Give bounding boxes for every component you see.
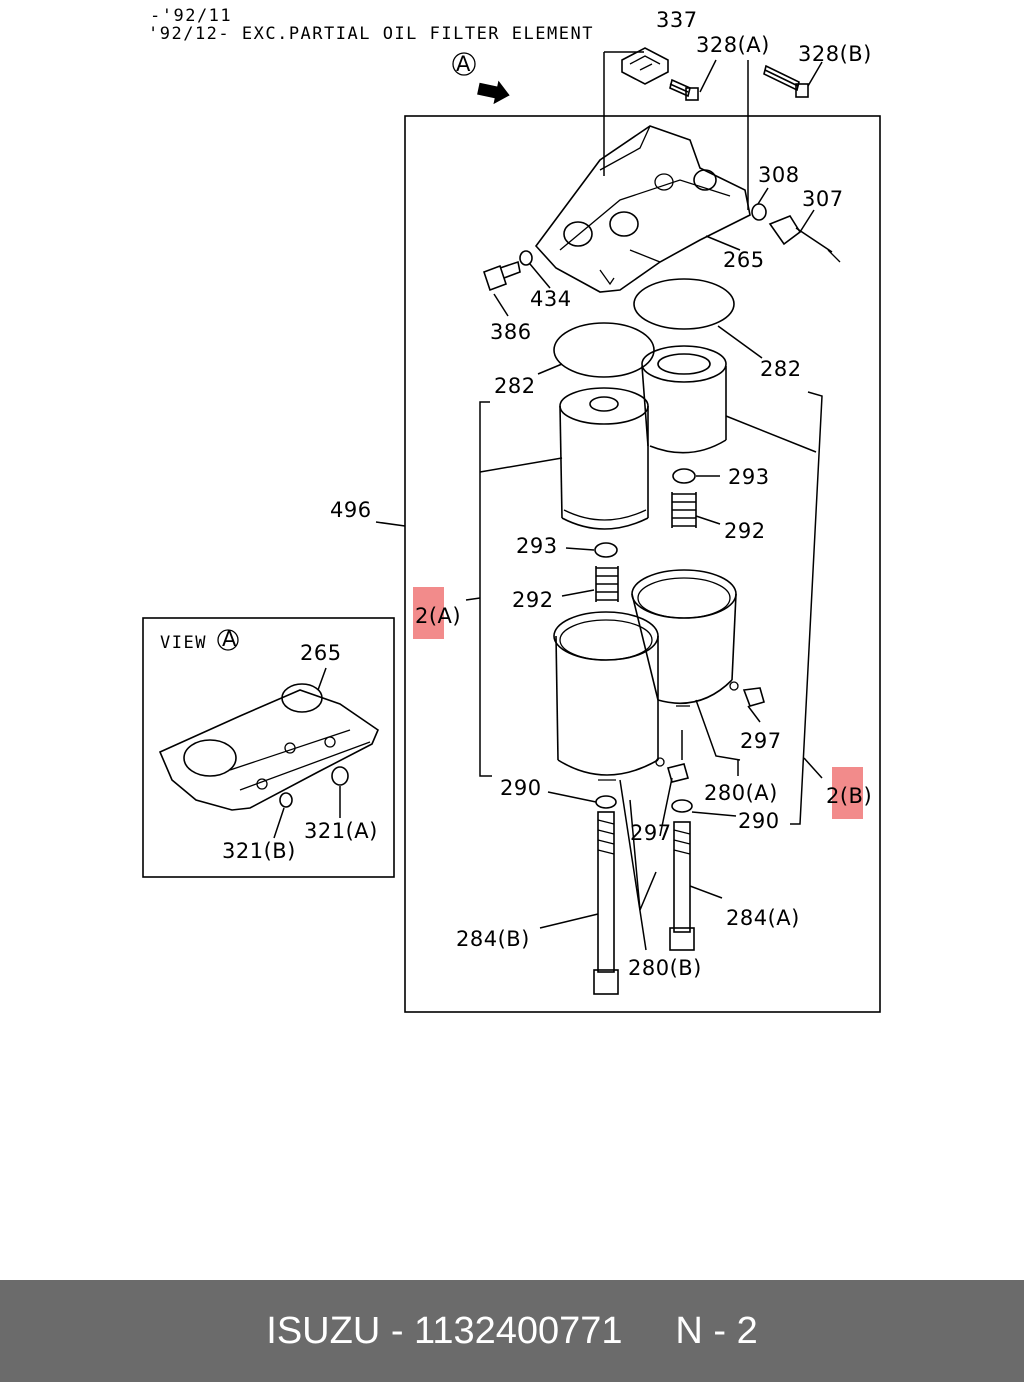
leader-lines — [375, 51, 823, 951]
label-297-right: 297 — [740, 729, 782, 753]
header-note-1: -'92/11 — [150, 6, 232, 26]
label-337: 337 — [656, 8, 698, 32]
o-ring-282-right — [633, 278, 735, 330]
footer-page: N - 2 — [675, 1309, 758, 1352]
filter-head-265 — [534, 125, 751, 293]
view-a-title-marker — [217, 629, 239, 651]
view-label-321a: 321(A) — [304, 819, 378, 843]
label-290-left: 290 — [500, 776, 542, 800]
spring-292-left — [595, 566, 619, 602]
view-a-filter-head — [158, 683, 379, 811]
label-265: 265 — [723, 248, 765, 272]
washer-290-left — [595, 795, 617, 809]
filter-case-280a — [631, 569, 737, 707]
o-ring-321a — [331, 766, 349, 786]
washer-293-left — [594, 542, 618, 558]
label-293-left: 293 — [516, 534, 558, 558]
washer-308 — [751, 203, 767, 221]
highlight-2a — [413, 587, 444, 639]
bolt-386 — [482, 260, 521, 292]
washer-290-right — [671, 799, 693, 813]
filter-element-2a — [559, 387, 649, 530]
label-293-right: 293 — [728, 465, 770, 489]
o-ring-321b — [279, 792, 293, 808]
footer-separator: - — [390, 1309, 404, 1352]
view-leader-321b — [273, 807, 285, 839]
label-292-left: 292 — [512, 588, 554, 612]
o-ring-282-left — [553, 322, 655, 378]
view-label-321b: 321(B) — [222, 839, 296, 863]
washer-434 — [519, 250, 533, 266]
label-282-left: 282 — [494, 374, 536, 398]
view-a-inset: VIEW A 265 321(A) 321(B) — [142, 617, 395, 878]
label-2a: 2(A) — [415, 604, 461, 628]
view-a-marker: A — [452, 52, 476, 76]
view-a-title-marker-letter: A — [222, 627, 237, 651]
center-bolt-284a — [669, 821, 695, 951]
label-282-right: 282 — [760, 357, 802, 381]
spring-292-right — [671, 492, 697, 528]
view-a-marker-letter: A — [456, 52, 471, 76]
footer-banner: ISUZU - 1132400771 N - 2 — [0, 1280, 1024, 1382]
drain-plug-297-right — [729, 681, 765, 707]
footer-part-number: 1132400771 — [414, 1309, 623, 1352]
label-496: 496 — [330, 498, 372, 522]
center-bolt-284b — [593, 811, 619, 995]
parts-diagram: -'92/11 '92/12- EXC.PARTIAL OIL FILTER E… — [142, 6, 881, 1013]
highlight-2b — [832, 767, 863, 819]
label-2b: 2(B) — [826, 784, 872, 808]
view-label-265: 265 — [300, 641, 342, 665]
view-direction-arrow-icon — [477, 80, 510, 105]
label-284a: 284(A) — [726, 906, 800, 930]
filter-case-280b — [553, 611, 659, 781]
label-386: 386 — [490, 320, 532, 344]
label-328b: 328(B) — [798, 42, 872, 66]
view-a-inset-frame — [142, 617, 395, 878]
label-284b: 284(B) — [456, 927, 530, 951]
header-note-2: '92/12- EXC.PARTIAL OIL FILTER ELEMENT — [148, 24, 594, 44]
label-307: 307 — [802, 187, 844, 211]
label-280a: 280(A) — [704, 781, 778, 805]
label-328a: 328(A) — [696, 33, 770, 57]
filter-element-2b — [641, 345, 727, 454]
label-297-left: 297 — [630, 821, 672, 845]
bolt-328b — [763, 64, 809, 98]
assembly-frame — [404, 115, 881, 1013]
footer-brand: ISUZU — [266, 1309, 381, 1352]
washer-293-right — [672, 468, 696, 484]
label-280b: 280(B) — [628, 956, 702, 980]
bracket-337 — [621, 47, 669, 85]
view-a-title: VIEW — [160, 633, 207, 653]
drain-plug-297-left — [655, 757, 689, 783]
label-290-right: 290 — [738, 809, 780, 833]
label-434: 434 — [530, 287, 572, 311]
label-292-right: 292 — [724, 519, 766, 543]
label-308: 308 — [758, 163, 800, 187]
bolt-328a — [669, 78, 699, 101]
view-leader-265 — [317, 667, 327, 691]
